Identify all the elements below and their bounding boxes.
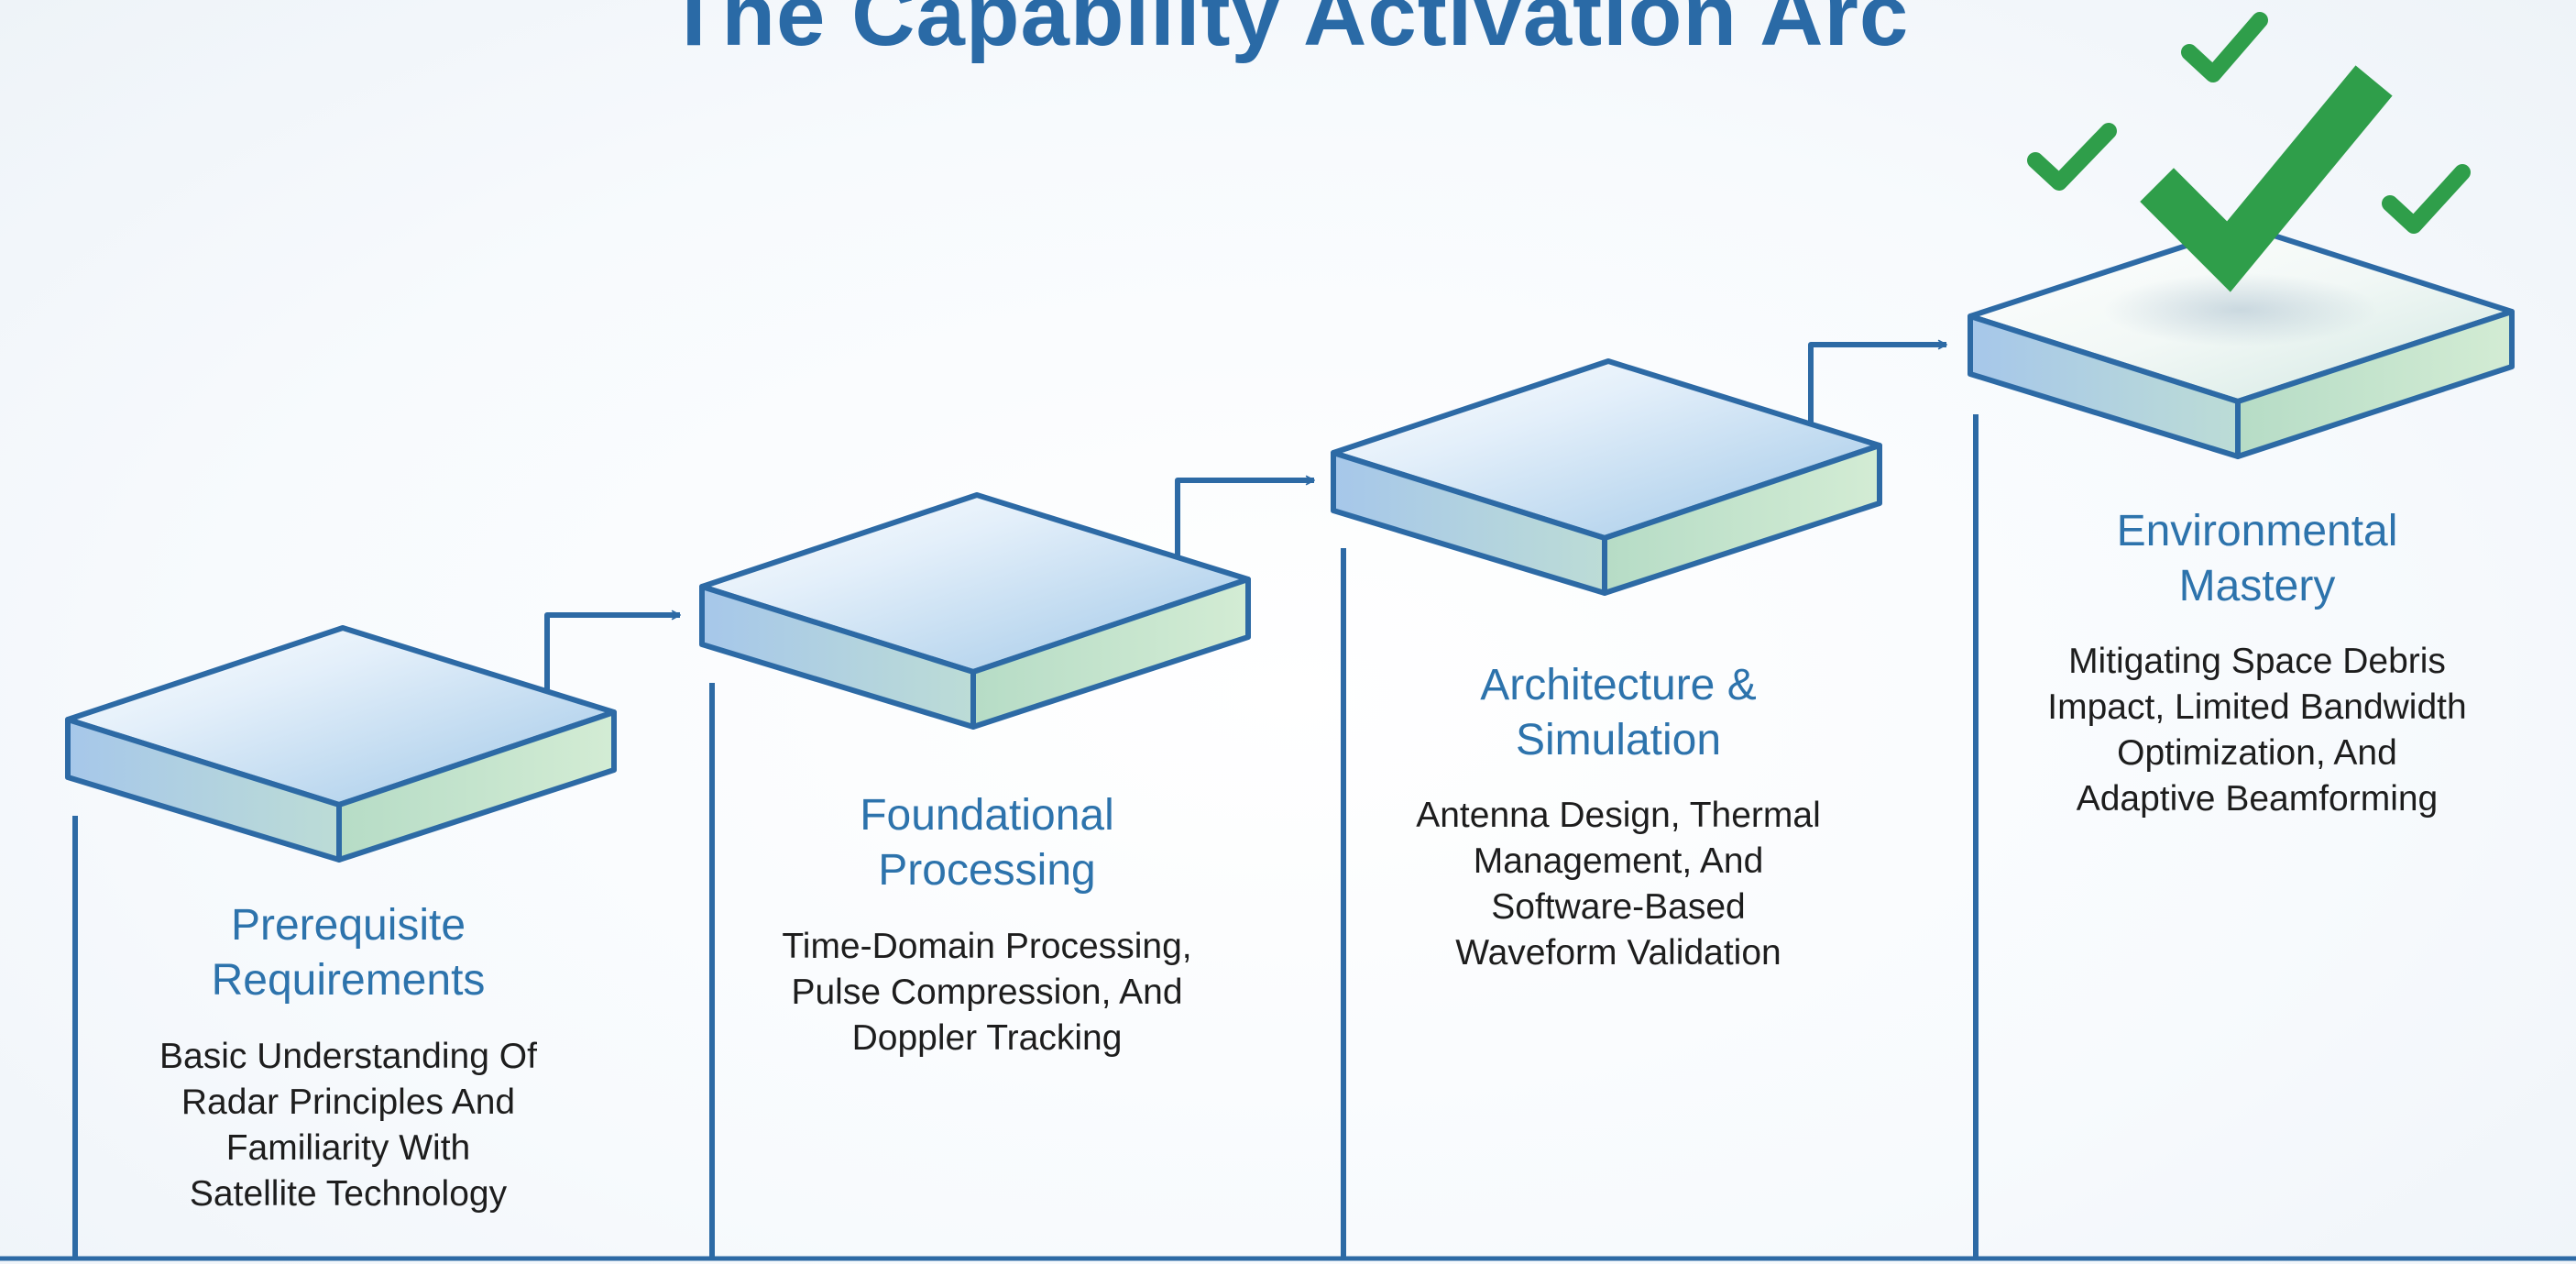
step-4-description: Mitigating Space Debris Impact, Limited … [1982, 639, 2532, 822]
arrow-icon [544, 610, 681, 689]
step-1-title-line: Requirements [211, 956, 486, 1005]
step-1-title-line: Prerequisite [230, 901, 466, 950]
step-1-desc-line: Familiarity With [225, 1128, 471, 1168]
step-2-title-line: Processing [878, 846, 1096, 895]
step-1-platform [65, 625, 617, 863]
step-2-description: Time-Domain Processing, Pulse Compressio… [721, 924, 1253, 1061]
step-1-description: Basic Understanding Of Radar Principles … [82, 1034, 614, 1217]
step-3-platform [1331, 358, 1882, 596]
step-3-desc-line: Software-Based [1491, 887, 1746, 927]
step-3-desc-line: Antenna Design, Thermal [1416, 796, 1821, 835]
checkmark-icon [2027, 123, 2117, 191]
step-4-desc-line: Adaptive Beamforming [2076, 779, 2439, 819]
step-3-title: Architecture & Simulation [1353, 658, 1884, 768]
checkmarks-cluster [2027, 12, 2471, 292]
step-2-desc-line: Doppler Tracking [851, 1018, 1123, 1058]
step-4-title-line: Mastery [2178, 562, 2336, 610]
page-title: The Capability Activation Arc [666, 0, 1910, 64]
step-2-platform [699, 492, 1251, 730]
step-4-desc-line: Optimization, And [2117, 733, 2397, 773]
checkmark-icon [2140, 65, 2393, 292]
step-1-desc-line: Radar Principles And [181, 1083, 516, 1122]
step-4-desc-line: Impact, Limited Bandwidth [2047, 687, 2467, 727]
checkmark-icon [2382, 164, 2471, 234]
step-3-desc-line: Management, And [1473, 841, 1764, 881]
arrow-icon [1808, 339, 1947, 423]
step-2-title-line: Foundational [860, 791, 1114, 840]
step-1-desc-line: Satellite Technology [189, 1174, 508, 1214]
step-2-desc-line: Time-Domain Processing, [782, 927, 1192, 966]
step-2-title: Foundational Processing [721, 788, 1253, 898]
step-4-desc-line: Mitigating Space Debris [2068, 642, 2446, 681]
step-2-desc-line: Pulse Compression, And [791, 973, 1183, 1012]
step-3-title-line: Architecture & [1480, 661, 1757, 709]
step-4-title: Environmental Mastery [1982, 504, 2532, 614]
step-1-desc-line: Basic Understanding Of [159, 1037, 537, 1076]
step-3-description: Antenna Design, Thermal Management, And … [1353, 793, 1884, 976]
step-4-title-line: Environmental [2116, 507, 2398, 555]
step-4-platform [1968, 224, 2515, 459]
step-1-title: Prerequisite Requirements [82, 898, 614, 1008]
arrow-icon [1175, 475, 1315, 556]
step-3-desc-line: Waveform Validation [1455, 933, 1781, 973]
checkmark-icon [2181, 12, 2268, 82]
step-3-title-line: Simulation [1515, 716, 1722, 764]
